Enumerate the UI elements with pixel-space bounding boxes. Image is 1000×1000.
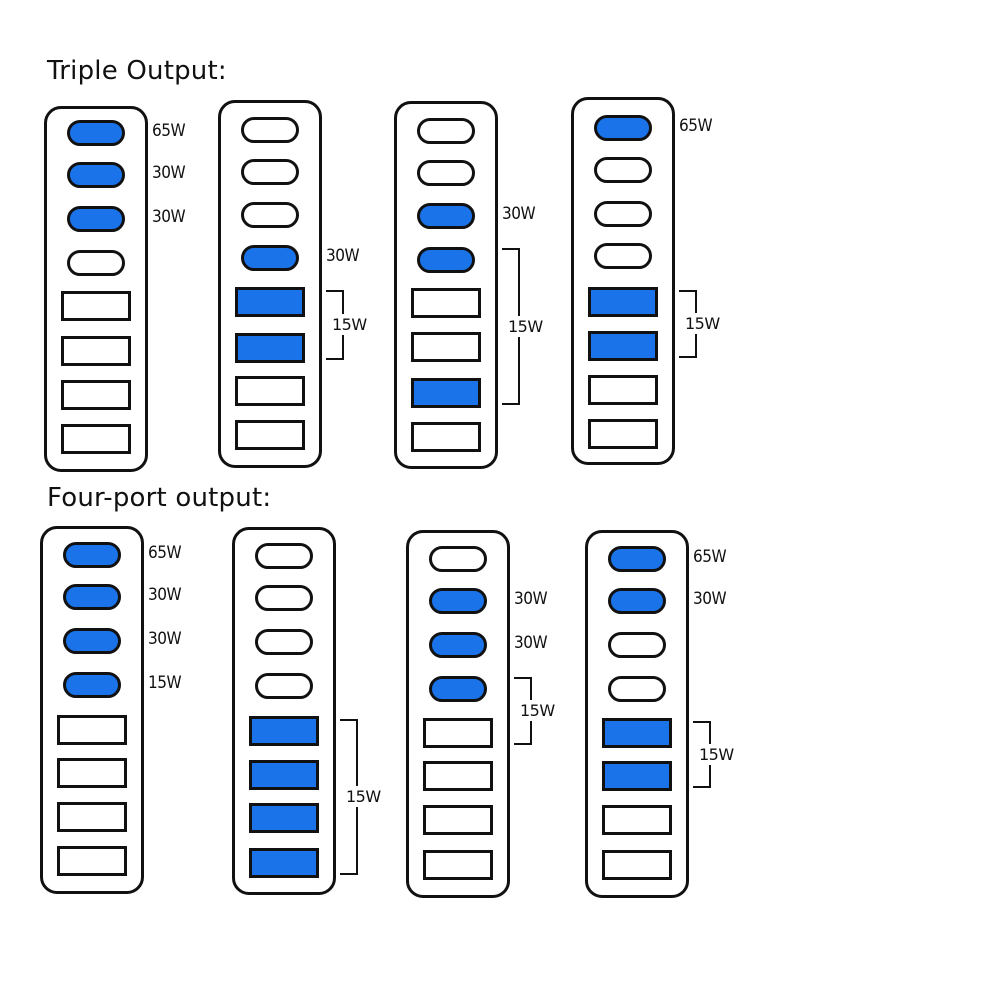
port-wattage-label: 30W <box>514 633 548 653</box>
usb-a-port-inactive <box>423 805 493 835</box>
usb-a-port-active <box>235 287 305 317</box>
usb-c-port-inactive <box>429 546 487 572</box>
usb-c-port-active <box>608 546 666 572</box>
section-title-triple-output: Triple Output: <box>47 56 227 86</box>
usb-c-port-active <box>63 628 121 654</box>
usb-c-port-active <box>429 588 487 614</box>
group-wattage-label: 15W <box>332 314 367 335</box>
usb-a-port-inactive <box>423 718 493 748</box>
usb-a-port-active <box>249 848 319 878</box>
hub-outline <box>218 100 322 468</box>
usb-a-port-inactive <box>57 846 127 876</box>
port-wattage-label: 65W <box>693 547 727 567</box>
usb-a-port-inactive <box>57 758 127 788</box>
usb-a-port-active <box>588 287 658 317</box>
usb-c-port-active <box>241 245 299 271</box>
port-wattage-label: 65W <box>148 543 182 563</box>
usb-a-port-inactive <box>423 850 493 880</box>
usb-a-port-inactive <box>602 805 672 835</box>
usb-a-port-inactive <box>61 424 131 454</box>
usb-a-port-inactive <box>602 850 672 880</box>
usb-c-port-active <box>417 247 475 273</box>
usb-c-port-active <box>67 206 125 232</box>
hub-outline <box>585 530 689 898</box>
usb-c-port-inactive <box>255 673 313 699</box>
usb-a-port-active <box>249 760 319 790</box>
usb-c-port-inactive <box>241 117 299 143</box>
usb-a-port-active <box>411 378 481 408</box>
group-wattage-label: 15W <box>520 700 555 721</box>
usb-c-port-active <box>594 115 652 141</box>
usb-a-port-inactive <box>423 761 493 791</box>
usb-a-port-inactive <box>411 422 481 452</box>
usb-a-port-inactive <box>588 375 658 405</box>
usb-c-port-active <box>67 120 125 146</box>
usb-c-port-active <box>63 542 121 568</box>
port-wattage-label: 65W <box>679 116 713 136</box>
port-wattage-label: 30W <box>693 589 727 609</box>
usb-a-port-inactive <box>235 376 305 406</box>
usb-c-port-inactive <box>608 632 666 658</box>
usb-a-port-inactive <box>57 715 127 745</box>
usb-c-port-inactive <box>241 202 299 228</box>
group-wattage-label: 15W <box>346 786 381 807</box>
port-wattage-label: 30W <box>514 589 548 609</box>
usb-c-port-active <box>67 162 125 188</box>
usb-c-port-active <box>63 672 121 698</box>
hub-outline <box>571 97 675 465</box>
usb-a-port-inactive <box>61 291 131 321</box>
usb-c-port-inactive <box>608 676 666 702</box>
usb-c-port-active <box>429 676 487 702</box>
hub-outline <box>40 526 144 894</box>
usb-c-port-inactive <box>417 118 475 144</box>
usb-a-port-active <box>588 331 658 361</box>
port-wattage-label: 30W <box>152 207 186 227</box>
port-wattage-label: 30W <box>148 585 182 605</box>
usb-a-port-inactive <box>588 419 658 449</box>
port-wattage-label: 30W <box>326 246 360 266</box>
usb-c-port-inactive <box>255 629 313 655</box>
port-wattage-label: 30W <box>502 204 536 224</box>
usb-c-port-active <box>63 584 121 610</box>
usb-a-port-inactive <box>235 420 305 450</box>
section-title-four-port-output: Four-port output: <box>47 483 272 513</box>
usb-c-port-inactive <box>255 543 313 569</box>
usb-a-port-active <box>602 718 672 748</box>
usb-a-port-active <box>602 761 672 791</box>
usb-a-port-inactive <box>411 288 481 318</box>
usb-c-port-inactive <box>67 250 125 276</box>
usb-a-port-inactive <box>411 332 481 362</box>
usb-a-port-active <box>235 333 305 363</box>
hub-outline <box>44 106 148 472</box>
usb-c-port-inactive <box>255 585 313 611</box>
hub-outline <box>232 527 336 895</box>
usb-a-port-inactive <box>61 336 131 366</box>
usb-c-port-inactive <box>417 160 475 186</box>
usb-c-port-active <box>429 632 487 658</box>
usb-c-port-inactive <box>594 157 652 183</box>
usb-a-port-active <box>249 716 319 746</box>
usb-c-port-active <box>608 588 666 614</box>
port-wattage-label: 15W <box>148 673 182 693</box>
usb-a-port-inactive <box>57 802 127 832</box>
usb-c-port-inactive <box>594 201 652 227</box>
group-wattage-label: 15W <box>685 313 720 334</box>
usb-c-port-active <box>417 203 475 229</box>
port-wattage-label: 30W <box>152 163 186 183</box>
group-wattage-label: 15W <box>699 743 734 765</box>
group-wattage-label: 15W <box>508 315 543 337</box>
port-wattage-label: 30W <box>148 629 182 649</box>
port-wattage-label: 65W <box>152 121 186 141</box>
hub-outline <box>394 101 498 469</box>
usb-a-port-active <box>249 803 319 833</box>
hub-outline <box>406 530 510 898</box>
usb-c-port-inactive <box>241 159 299 185</box>
usb-a-port-inactive <box>61 380 131 410</box>
usb-c-port-inactive <box>594 243 652 269</box>
